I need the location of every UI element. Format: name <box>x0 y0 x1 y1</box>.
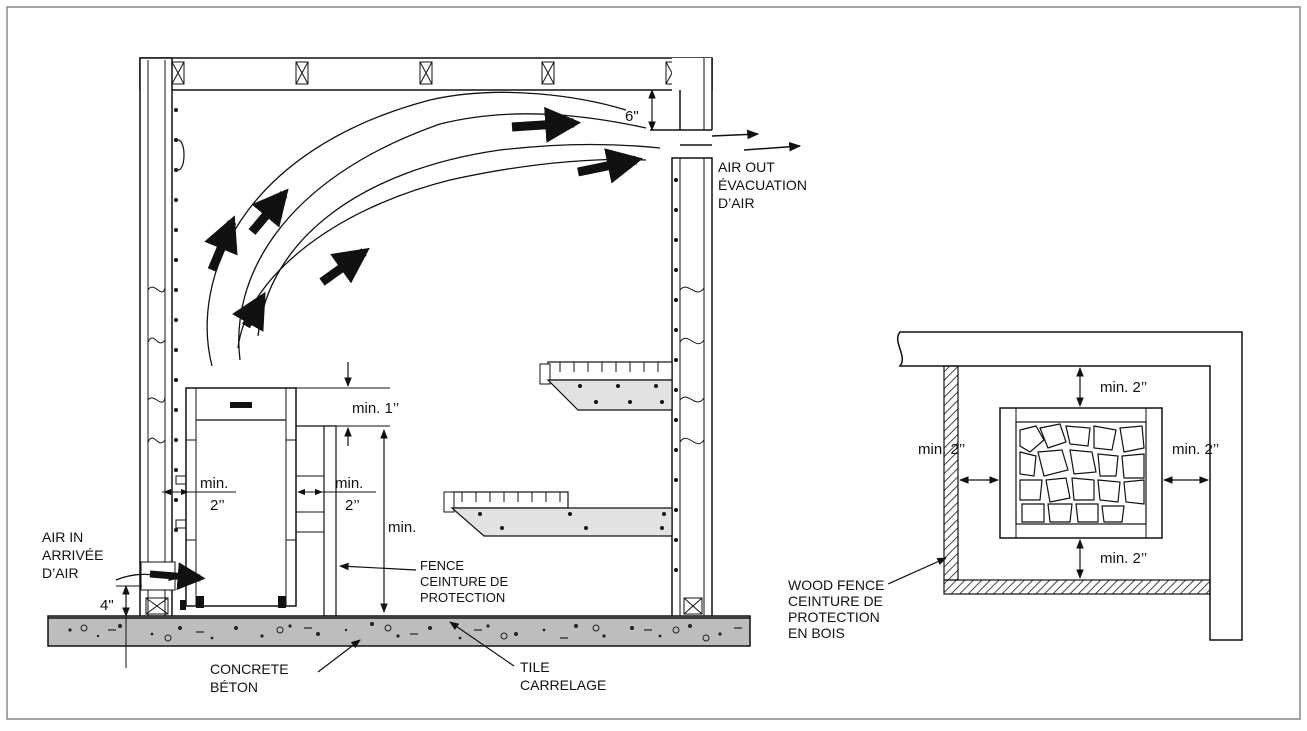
plan-dimension-bottom: min. 2’’ <box>1076 539 1147 579</box>
airflow-arrows <box>204 106 644 332</box>
air-out-arrows <box>711 129 802 152</box>
dim-label-min-1in: min. 1’’ <box>352 400 399 417</box>
plan-dimension-right: min. 2’’ <box>1163 441 1219 484</box>
svg-text:FENCE: FENCE <box>420 558 464 573</box>
plan-dim-label-bottom: min. 2’’ <box>1100 550 1147 567</box>
dim-label-2in: 2’’ <box>345 497 360 514</box>
dim-label-6in: 6" <box>625 108 639 125</box>
svg-text:AIR IN: AIR IN <box>42 529 83 545</box>
dimension-ceiling-gap: 6" <box>625 89 656 131</box>
svg-text:PROTECTION: PROTECTION <box>788 609 880 625</box>
heater-logo <box>230 402 252 408</box>
dim-label-2in: 2’’ <box>210 497 225 514</box>
elevation-view <box>47 57 802 647</box>
figure-border <box>6 6 1301 720</box>
dimension-floor-inlet: 4" <box>100 585 142 668</box>
ceiling-beam <box>139 57 713 91</box>
right-wall <box>650 58 713 619</box>
plan-dim-label-right: min. 2’’ <box>1172 441 1219 458</box>
svg-text:ARRIVÉE: ARRIVÉE <box>42 547 103 563</box>
dimension-heater-top: min. 1’’ <box>296 362 399 446</box>
plan-dim-label-left: min. 2’’ <box>918 441 965 458</box>
svg-text:CONCRETE: CONCRETE <box>210 661 289 677</box>
airflow-arrow <box>319 247 370 286</box>
tile-label: TILE CARRELAGE <box>449 621 606 693</box>
dim-label-min-height: min. <box>388 519 416 536</box>
svg-text:CARRELAGE: CARRELAGE <box>520 677 606 693</box>
airflow-arrow <box>511 106 582 143</box>
airflow-arrow <box>232 291 266 332</box>
air-in-label: AIR IN ARRIVÉE D’AIR <box>42 529 103 581</box>
fence-label: FENCE CEINTURE DE PROTECTION <box>339 558 508 605</box>
svg-text:CEINTURE DE: CEINTURE DE <box>788 593 883 609</box>
concrete-label: CONCRETE BÉTON <box>210 639 361 695</box>
sauna-stones <box>1019 423 1145 523</box>
plan-heater <box>999 407 1163 539</box>
svg-text:WOOD FENCE: WOOD FENCE <box>788 577 884 593</box>
plan-dimension-top: min. 2’’ <box>1076 367 1147 407</box>
svg-text:D’AIR: D’AIR <box>42 565 79 581</box>
airflow-arrow <box>204 215 238 272</box>
svg-text:PROTECTION: PROTECTION <box>420 590 505 605</box>
plan-dim-label-top: min. 2’’ <box>1100 379 1147 396</box>
air-inlet <box>115 562 206 591</box>
dimension-heater-side-left: min. 2’’ <box>162 475 236 514</box>
dimension-heater-side-right: min. 2’’ <box>297 475 376 514</box>
svg-text:AIR OUT: AIR OUT <box>718 159 775 175</box>
svg-text:D’AIR: D’AIR <box>718 195 755 211</box>
plan-wall <box>897 331 1243 641</box>
airflow-arrow <box>577 148 644 184</box>
svg-text:CEINTURE DE: CEINTURE DE <box>420 574 508 589</box>
svg-text:TILE: TILE <box>520 659 550 675</box>
svg-text:BÉTON: BÉTON <box>210 679 258 695</box>
airflow-arrow <box>248 188 289 235</box>
lower-bench <box>443 491 673 537</box>
dimension-heater-height: min. <box>380 429 416 613</box>
left-wall <box>139 57 185 619</box>
svg-text:ÉVACUATION: ÉVACUATION <box>718 177 807 193</box>
plan-view <box>897 331 1243 641</box>
plan-dimension-left: min. 2’’ <box>918 441 999 484</box>
wood-fence <box>943 365 1211 595</box>
svg-text:EN BOIS: EN BOIS <box>788 625 845 641</box>
dim-label-min: min. <box>200 475 228 492</box>
wood-fence-label: WOOD FENCE CEINTURE DE PROTECTION EN BOI… <box>788 557 947 641</box>
airflow-curves <box>206 91 661 367</box>
dim-label-4in: 4" <box>100 597 114 614</box>
concrete-floor <box>47 615 751 647</box>
air-out-label: AIR OUT ÉVACUATION D’AIR <box>718 159 807 211</box>
upper-bench <box>539 361 673 411</box>
dim-label-min: min. <box>335 475 363 492</box>
